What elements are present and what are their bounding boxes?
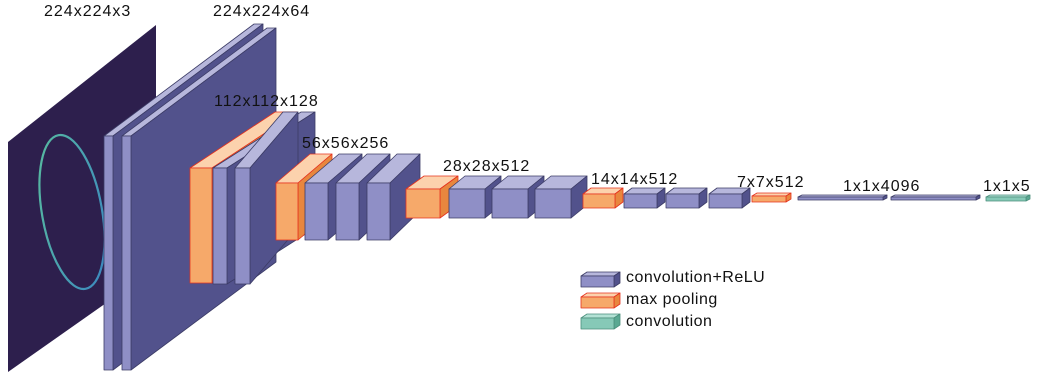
label-block3-dims: 56x56x256	[302, 135, 389, 152]
legend: convolution+ReLU max pooling convolution	[580, 269, 765, 330]
label-pool5-dims: 7x7x512	[737, 174, 805, 191]
layer-conv3-3	[366, 153, 421, 241]
legend-label-convolution: convolution	[626, 313, 712, 330]
label-output-dims: 1x1x5	[983, 178, 1031, 195]
layer-fc6	[797, 194, 888, 201]
layer-conv5-2	[665, 187, 708, 209]
label-block2-dims: 112x112x128	[214, 93, 319, 110]
label-block1-dims: 224x224x64	[213, 3, 310, 20]
label-fc-dims: 1x1x4096	[843, 178, 920, 195]
layer-fc7	[890, 194, 981, 201]
legend-swatch-conv-relu	[580, 271, 621, 288]
legend-label-max-pooling: max pooling	[626, 291, 718, 308]
legend-label-conv-relu: convolution+ReLU	[626, 269, 765, 286]
layer-conv4-3	[534, 175, 588, 219]
layer-conv2-2	[234, 111, 299, 285]
label-block5-dims: 14x14x512	[591, 171, 678, 188]
label-input-dims: 224x224x3	[44, 3, 131, 20]
label-block4-dims: 28x28x512	[443, 158, 530, 175]
layer-pool5	[751, 192, 792, 203]
layer-output	[985, 194, 1031, 202]
layer-conv5-3	[708, 187, 751, 209]
layer-pool4	[582, 187, 624, 209]
legend-swatch-convolution	[580, 313, 621, 330]
layer-conv5-1	[623, 187, 666, 209]
legend-swatch-max-pooling	[580, 292, 621, 309]
